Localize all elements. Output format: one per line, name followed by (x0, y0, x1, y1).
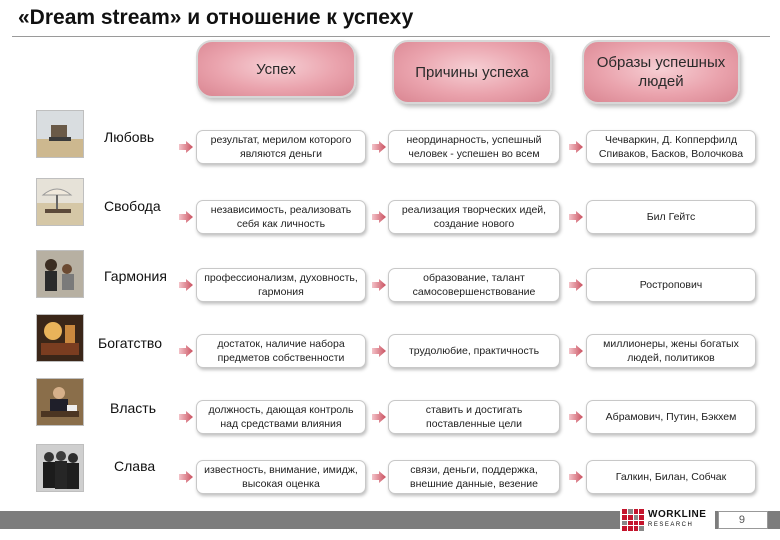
cell-people-power: Абрамович, Путин, Бэкхем (586, 400, 756, 434)
header-success: Успех (196, 40, 356, 98)
arrow-icon (569, 279, 583, 291)
slide-title: «Dream stream» и отношение к успеху (18, 6, 414, 29)
arrow-icon (372, 345, 386, 357)
celebrities-group-photo (36, 444, 84, 492)
arrow-icon (179, 471, 193, 483)
cell-success-harmony: профессионализм, духовность, гармония (196, 268, 366, 302)
workline-logo: WORKLINE RESEARCH (620, 507, 715, 533)
beach-umbrella-photo (36, 178, 84, 226)
arrow-icon (569, 471, 583, 483)
logo-name: WORKLINE (648, 509, 707, 520)
beach-deckchair-photo (36, 110, 84, 158)
arrow-icon (569, 211, 583, 223)
logo-grid-icon (622, 509, 644, 531)
cell-reasons-power: ставить и достигать поставленные цели (388, 400, 560, 434)
cell-people-fame: Галкин, Билан, Собчак (586, 460, 756, 494)
arrow-icon (179, 411, 193, 423)
header-reasons: Причины успеха (392, 40, 552, 104)
footer-bar (0, 511, 780, 529)
cell-success-love: результат, мерилом которого являются ден… (196, 130, 366, 164)
luxury-interior-photo (36, 314, 84, 362)
cell-success-freedom: независимость, реализовать себя как личн… (196, 200, 366, 234)
arrow-icon (569, 345, 583, 357)
cell-reasons-fame: связи, деньги, поддержка, внешние данные… (388, 460, 560, 494)
logo-subtitle: RESEARCH (648, 522, 694, 528)
arrow-icon (372, 141, 386, 153)
cell-success-fame: известность, внимание, имидж, высокая оц… (196, 460, 366, 494)
cell-people-wealth: миллионеры, жены богатых людей, политико… (586, 334, 756, 368)
row-label-love: Любовь (104, 129, 155, 145)
arrow-icon (372, 279, 386, 291)
cell-people-love: Чечваркин, Д. Копперфилд Спиваков, Баско… (586, 130, 756, 164)
cell-reasons-love: неординарность, успешный человек - успеш… (388, 130, 560, 164)
family-photo (36, 250, 84, 298)
row-label-wealth: Богатство (98, 335, 162, 351)
arrow-icon (569, 411, 583, 423)
arrow-icon (179, 345, 193, 357)
cell-reasons-freedom: реализация творческих идей, создание нов… (388, 200, 560, 234)
arrow-icon (372, 471, 386, 483)
cell-people-freedom: Бил Гейтс (586, 200, 756, 234)
cell-success-power: должность, дающая контроль над средствам… (196, 400, 366, 434)
row-label-power: Власть (110, 400, 156, 416)
cell-people-harmony: Ростропович (586, 268, 756, 302)
cell-reasons-harmony: образование, талант самосовершенствовани… (388, 268, 560, 302)
cell-success-wealth: достаток, наличие набора предметов собст… (196, 334, 366, 368)
arrow-icon (179, 279, 193, 291)
title-divider (12, 36, 770, 37)
cell-reasons-wealth: трудолюбие, практичность (388, 334, 560, 368)
arrow-icon (179, 211, 193, 223)
arrow-icon (569, 141, 583, 153)
header-people: Образы успешных людей (582, 40, 740, 104)
arrow-icon (372, 211, 386, 223)
arrow-icon (179, 141, 193, 153)
row-label-fame: Слава (114, 458, 156, 474)
businessman-desk-photo (36, 378, 84, 426)
arrow-icon (372, 411, 386, 423)
row-label-harmony: Гармония (104, 268, 167, 284)
row-label-freedom: Свобода (104, 198, 161, 214)
page-number: 9 (718, 511, 768, 529)
